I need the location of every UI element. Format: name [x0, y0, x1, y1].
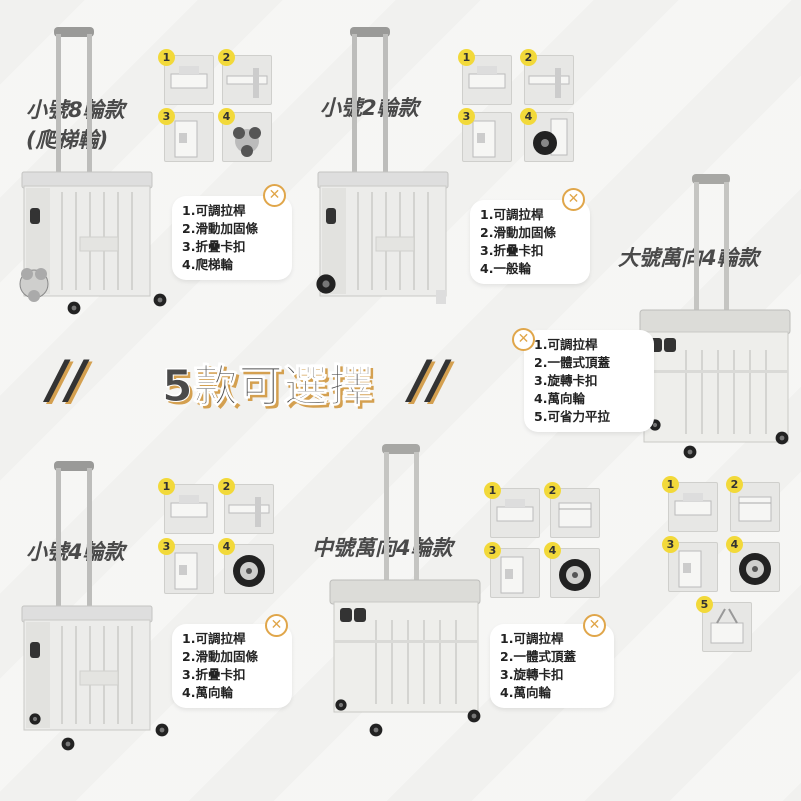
badge-3: 3: [458, 108, 475, 125]
product-title-small-4: 小號4輪款: [26, 540, 125, 564]
badge-4: 4: [218, 538, 235, 555]
badge-3: 3: [484, 542, 501, 559]
banner-slash-right: //: [410, 350, 448, 410]
product-title-small-8: 小號8輪款 (爬梯輪): [26, 98, 125, 152]
badge-3: 3: [158, 108, 175, 125]
badge-2: 2: [520, 49, 537, 66]
banner: // 5款可選擇 //: [42, 350, 474, 420]
badge-1: 1: [458, 49, 475, 66]
badge-4: 4: [544, 542, 561, 559]
badge-1: 1: [158, 478, 175, 495]
badge-2: 2: [544, 482, 561, 499]
badge-1: 1: [158, 49, 175, 66]
badge-4: 4: [726, 536, 743, 553]
close-icon[interactable]: ✕: [265, 614, 288, 637]
badge-3: 3: [662, 536, 679, 553]
badge-2: 2: [726, 476, 743, 493]
close-icon[interactable]: ✕: [263, 184, 286, 207]
thumb-wheel: [524, 112, 574, 162]
banner-title: 5款可選擇: [162, 361, 374, 413]
cart-image-small-4: [14, 456, 169, 751]
cart-image-small-8: [19, 22, 167, 315]
badge-4: 4: [218, 108, 235, 125]
close-icon[interactable]: ✕: [562, 188, 585, 211]
badge-2: 2: [218, 49, 235, 66]
badge-3: 3: [158, 538, 175, 555]
banner-slash-left: //: [48, 350, 86, 410]
product-title-large-4: 大號萬向4輪款: [618, 246, 759, 270]
cart-image-large-4: [636, 170, 796, 459]
product-title-medium-4: 中號萬向4輪款: [312, 536, 453, 560]
cart-image-medium-4: [326, 440, 486, 737]
badge-4: 4: [520, 108, 537, 125]
badge-2: 2: [218, 478, 235, 495]
cart-image-small-2: [316, 22, 470, 304]
close-icon[interactable]: ✕: [512, 328, 535, 351]
badge-1: 1: [484, 482, 501, 499]
thumb-stair-wheel: [222, 112, 272, 162]
thumb-lid: [550, 488, 600, 538]
close-icon[interactable]: ✕: [583, 614, 606, 637]
badge-1: 1: [662, 476, 679, 493]
badge-5: 5: [696, 596, 713, 613]
product-title-small-2: 小號2輪款: [320, 96, 419, 120]
thumb-reinforcement: [222, 55, 272, 105]
